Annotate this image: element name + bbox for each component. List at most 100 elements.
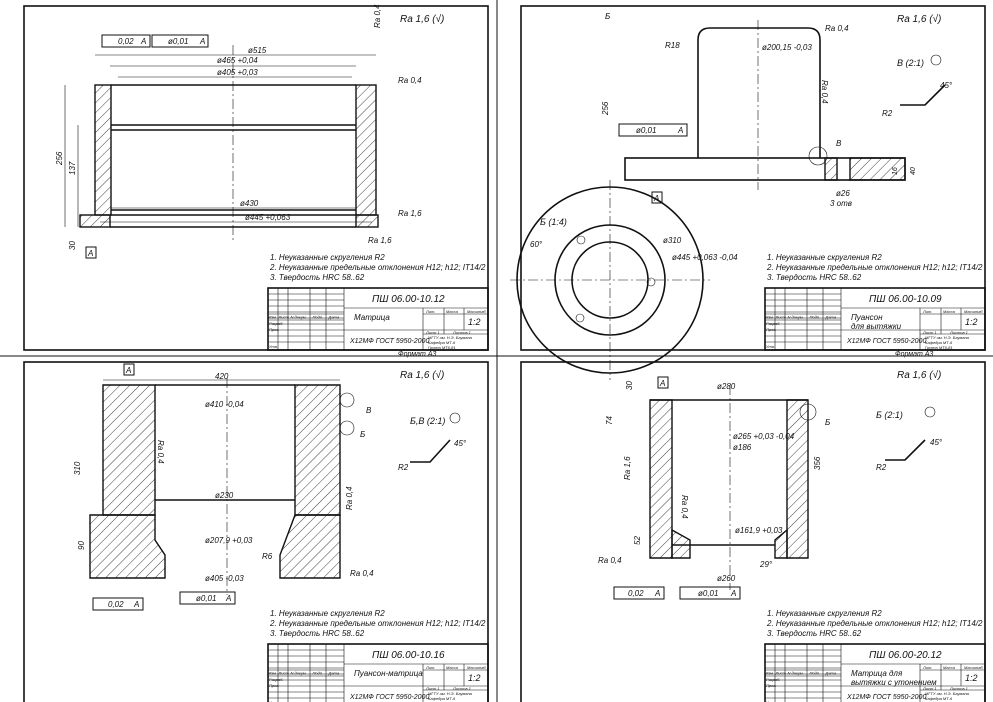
- tb-label: Подп.: [313, 671, 324, 676]
- note-1: 1. Неуказанные скругления R2: [767, 609, 882, 618]
- title-block: [764, 287, 986, 351]
- title-block: [267, 643, 489, 702]
- svg-text:ø26: ø26: [836, 189, 850, 198]
- svg-text:R18: R18: [665, 41, 680, 50]
- note-1: 1. Неуказанные скругления R2: [270, 609, 385, 618]
- tolerance-frame-parallelism: [101, 34, 151, 48]
- organization: МГТУ им. Н.Э. Баумана: [428, 691, 473, 696]
- sheet-frame: [23, 361, 489, 702]
- svg-text:Б: Б: [360, 430, 365, 439]
- svg-text:ø445 +0,063 -0,04: ø445 +0,063 -0,04: [672, 253, 738, 262]
- general-roughness-mark: Ra 1,6 (√): [897, 13, 941, 25]
- svg-text:Ra 1,6: Ra 1,6: [623, 456, 632, 480]
- tb-label: Лист: [278, 671, 290, 676]
- scale: 1:2: [468, 673, 481, 683]
- note-1: 1. Неуказанные скругления R2: [767, 253, 882, 262]
- drawing-designation: ПШ 06.00-20.12: [869, 650, 942, 661]
- svg-text:B (2:1): B (2:1): [897, 58, 924, 68]
- svg-text:ø186: ø186: [733, 443, 752, 452]
- svg-text:29°: 29°: [759, 560, 773, 569]
- svg-text:Ra 0,4: Ra 0,4: [598, 556, 622, 565]
- sheet-frame: [520, 361, 986, 702]
- svg-text:30: 30: [625, 381, 634, 390]
- tb-label: Масса: [446, 665, 459, 670]
- dim-30: 30: [68, 241, 77, 250]
- svg-text:ø280: ø280: [717, 382, 736, 391]
- sheet-2: Ra 1,6 (√) 1. Неуказанные скругления R22.…: [520, 5, 986, 358]
- svg-text:R2: R2: [882, 109, 893, 118]
- svg-text:60°: 60°: [530, 240, 543, 249]
- sheet-1-part-view: ø515 ø465 +0,04 ø405 +0,03 ø430 ø445 +0,…: [55, 4, 422, 259]
- tb-label: Масса: [943, 665, 956, 670]
- svg-text:ø0,01: ø0,01: [168, 37, 188, 46]
- svg-text:Б (2:1): Б (2:1): [876, 410, 903, 420]
- svg-text:A: A: [677, 126, 683, 135]
- tb-label: Лист 1: [425, 686, 440, 691]
- tb-label: Пров.: [766, 683, 777, 688]
- svg-text:Ra 0,4: Ra 0,4: [350, 569, 374, 578]
- svg-text:Ra 0,4: Ra 0,4: [156, 440, 165, 464]
- svg-text:356: 356: [813, 456, 822, 470]
- scale: 1:2: [965, 673, 978, 683]
- note-2: 2. Неуказанные предельные отклонения H12…: [766, 263, 983, 272]
- svg-text:ø405 -0,03: ø405 -0,03: [205, 574, 244, 583]
- tb-label: Масса: [446, 309, 459, 314]
- tb-label: Масштаб: [467, 309, 486, 314]
- dim-137: 137: [68, 161, 77, 175]
- right-wall-section: [355, 84, 377, 216]
- part-name-line2: вытяжки с утонением: [851, 678, 937, 687]
- tb-label: Утв.: [766, 700, 775, 702]
- organization: Группа МТ6-81: [428, 345, 456, 350]
- tb-label: Лист: [775, 315, 787, 320]
- svg-text:Ra 0,4: Ra 0,4: [680, 495, 689, 519]
- left-wall-section: [94, 84, 112, 216]
- tb-label: Пров.: [269, 683, 280, 688]
- svg-text:ø310: ø310: [663, 236, 682, 245]
- dim-d445: ø445 +0,063: [245, 213, 291, 222]
- tb-label: Лит.: [922, 665, 932, 670]
- svg-text:ø265 +0,03 -0,04: ø265 +0,03 -0,04: [733, 432, 795, 441]
- sheet-4-part-view: A ø280 30 74 ø265 +0,03 -0,04 ø186 Ra 1,…: [598, 376, 943, 600]
- organization: Кафедра МТ-6: [925, 696, 953, 701]
- organization: Кафедра МТ-6: [428, 696, 456, 701]
- tb-label: Масштаб: [467, 665, 486, 670]
- svg-text:R2: R2: [876, 463, 887, 472]
- part-name: Пуансон: [851, 313, 883, 322]
- note-2: 2. Неуказанные предельные отклонения H12…: [269, 619, 486, 628]
- tb-label: N докум.: [291, 315, 307, 320]
- part-name-line2: для вытяжки: [851, 322, 902, 331]
- sheet-2-part-view: ø200,15 -0,03 Б R18 Ra 0,4 Ra 0,4 256 ø0…: [510, 12, 953, 380]
- tb-label: Масштаб: [964, 309, 983, 314]
- svg-text:Б: Б: [605, 12, 610, 21]
- general-roughness-mark: Ra 1,6 (√): [400, 369, 444, 381]
- tb-label: Разраб.: [766, 321, 780, 326]
- svg-text:B: B: [836, 139, 842, 148]
- svg-text:A: A: [659, 379, 665, 388]
- svg-text:0,02: 0,02: [628, 589, 644, 598]
- material: Х12МФ ГОСТ 5950-2000: [349, 694, 429, 701]
- datum-a: [85, 246, 97, 259]
- svg-text:ø207,9 +0,03: ø207,9 +0,03: [205, 536, 253, 545]
- tb-label: Дата: [825, 315, 837, 320]
- svg-text:40: 40: [910, 167, 917, 175]
- general-roughness-mark: Ra 1,6 (√): [897, 369, 941, 381]
- svg-text:R2: R2: [398, 463, 409, 472]
- tb-label: Лист 1: [922, 686, 937, 691]
- tb-label: N докум.: [788, 671, 804, 676]
- svg-text:ø260: ø260: [717, 574, 736, 583]
- dim-256: 256: [55, 151, 64, 166]
- svg-text:16: 16: [892, 167, 899, 175]
- tb-label: Лист 1: [425, 330, 440, 335]
- tb-label: Утв.: [269, 700, 278, 702]
- tb-label: Утв.: [766, 344, 775, 349]
- tb-label: Разраб.: [269, 677, 283, 682]
- svg-text:Б: Б: [825, 418, 830, 427]
- svg-text:B: B: [366, 406, 372, 415]
- dim-d430: ø430: [240, 199, 259, 208]
- svg-text:A: A: [199, 37, 205, 46]
- tb-label: Дата: [328, 671, 340, 676]
- tb-label: Масса: [943, 309, 956, 314]
- svg-text:A: A: [87, 249, 93, 258]
- tb-label: Изм: [269, 315, 277, 320]
- title-block: [267, 287, 489, 351]
